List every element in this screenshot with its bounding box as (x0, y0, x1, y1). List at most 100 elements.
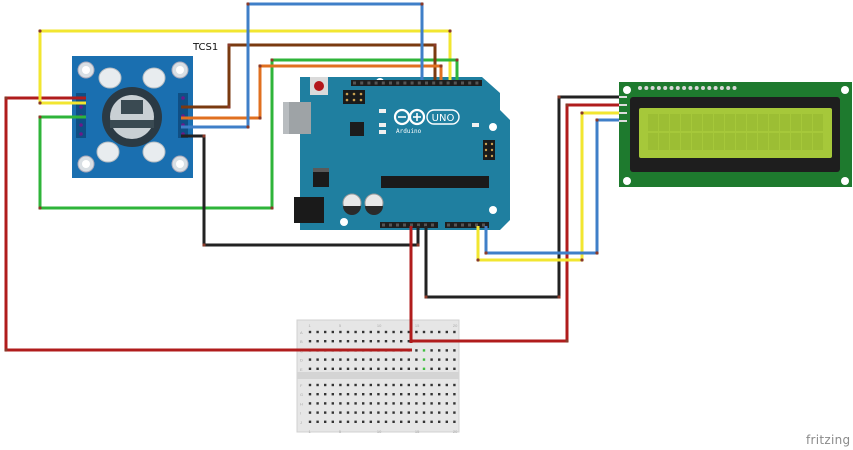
wire-bendpoint[interactable] (448, 29, 452, 33)
lcd-pin[interactable] (619, 120, 627, 122)
wire-bendpoint[interactable] (557, 295, 561, 299)
breadboard-hole[interactable] (339, 340, 342, 343)
breadboard-hole[interactable] (407, 383, 410, 387)
breadboard-hole[interactable] (324, 358, 327, 361)
wire-sensor-vcc[interactable] (4, 96, 412, 352)
power-pin[interactable] (382, 223, 385, 227)
breadboard-hole[interactable] (438, 349, 441, 352)
digital-pin[interactable] (360, 81, 364, 85)
breadboard-hole[interactable] (445, 420, 448, 423)
wire-bendpoint[interactable] (565, 339, 569, 343)
digital-pin[interactable] (461, 81, 464, 85)
breadboard-hole[interactable] (339, 420, 342, 423)
breadboard-hole[interactable] (422, 349, 426, 352)
color-sensor-module[interactable] (72, 56, 193, 178)
lcd-display-16x2[interactable] (619, 82, 852, 187)
lcd-pin[interactable] (619, 96, 627, 98)
breadboard-hole[interactable] (453, 349, 456, 352)
breadboard-hole[interactable] (369, 402, 372, 405)
breadboard-hole[interactable] (415, 383, 418, 387)
breadboard-hole[interactable] (453, 367, 456, 370)
breadboard-hole[interactable] (308, 330, 312, 334)
lcd-pin[interactable] (619, 112, 627, 114)
breadboard-hole[interactable] (369, 367, 372, 370)
lcd-pin[interactable] (619, 104, 627, 106)
breadboard-hole[interactable] (354, 358, 357, 361)
digital-pin[interactable] (410, 81, 414, 85)
breadboard-hole[interactable] (407, 340, 410, 343)
digital-pin[interactable] (389, 81, 392, 85)
breadboard-hole[interactable] (430, 402, 433, 405)
breadboard-hole[interactable] (346, 367, 350, 370)
breadboard-hole[interactable] (415, 393, 418, 396)
breadboard-hole[interactable] (400, 411, 403, 414)
breadboard-hole[interactable] (362, 367, 365, 370)
breadboard-hole[interactable] (377, 420, 380, 423)
digital-pin[interactable] (374, 81, 378, 85)
wire-bendpoint[interactable] (455, 58, 459, 62)
wire-bendpoint[interactable] (246, 2, 250, 6)
digital-pin[interactable] (417, 81, 421, 85)
breadboard-hole[interactable] (438, 402, 441, 405)
wire-bendpoint[interactable] (246, 125, 250, 129)
breadboard-hole[interactable] (384, 420, 388, 423)
breadboard-hole[interactable] (346, 358, 350, 361)
breadboard-hole[interactable] (362, 393, 365, 396)
breadboard-hole[interactable] (445, 402, 448, 405)
breadboard-hole[interactable] (324, 393, 327, 396)
breadboard-hole[interactable] (369, 358, 372, 361)
digital-pin[interactable] (353, 81, 356, 85)
breadboard-hole[interactable] (331, 420, 334, 423)
wire-bendpoint[interactable] (227, 105, 231, 109)
breadboard-hole[interactable] (453, 358, 456, 361)
breadboard-hole[interactable] (316, 420, 319, 423)
breadboard-hole[interactable] (400, 383, 403, 387)
wire-bendpoint[interactable] (433, 43, 437, 47)
breadboard-hole[interactable] (384, 402, 388, 405)
breadboard-hole[interactable] (384, 330, 388, 334)
sensor-pin[interactable] (79, 132, 83, 136)
breadboard-hole[interactable] (369, 420, 372, 423)
wire-lcd-vcc[interactable] (412, 103, 619, 343)
breadboard-hole[interactable] (316, 340, 319, 343)
wire-bendpoint[interactable] (258, 64, 262, 68)
analog-pin[interactable] (454, 223, 457, 227)
breadboard-hole[interactable] (316, 358, 319, 361)
analog-pin[interactable] (468, 223, 471, 227)
breadboard-hole[interactable] (346, 340, 350, 343)
digital-pin[interactable] (475, 81, 479, 85)
arduino-uno[interactable]: UNO Arduino (283, 77, 510, 230)
breadboard-hole[interactable] (445, 358, 448, 361)
breadboard-hole[interactable] (316, 393, 319, 396)
breadboard-hole[interactable] (407, 358, 410, 361)
breadboard-hole[interactable] (407, 420, 410, 423)
breadboard-hole[interactable] (362, 402, 365, 405)
breadboard-hole[interactable] (453, 411, 456, 414)
breadboard-hole[interactable] (407, 330, 410, 334)
digital-pin[interactable] (446, 81, 450, 85)
breadboard-hole[interactable] (392, 330, 395, 334)
digital-pin[interactable] (425, 81, 428, 85)
breadboard-hole[interactable] (400, 420, 403, 423)
breadboard-hole[interactable] (369, 340, 372, 343)
digital-pin[interactable] (403, 81, 407, 85)
breadboard-hole[interactable] (407, 411, 410, 414)
breadboard-hole[interactable] (377, 393, 380, 396)
digital-pin[interactable] (439, 81, 443, 85)
breadboard-hole[interactable] (369, 330, 372, 334)
breadboard-hole[interactable] (369, 383, 372, 387)
breadboard-hole[interactable] (354, 340, 357, 343)
breadboard-hole[interactable] (392, 420, 395, 423)
wire-bendpoint[interactable] (270, 206, 274, 210)
analog-pin[interactable] (475, 223, 478, 227)
breadboard-hole[interactable] (438, 411, 441, 414)
breadboard-hole[interactable] (407, 367, 410, 370)
breadboard-hole[interactable] (362, 330, 365, 334)
wire-bendpoint[interactable] (420, 2, 424, 6)
breadboard-hole[interactable] (422, 393, 426, 396)
breadboard-hole[interactable] (346, 393, 350, 396)
breadboard-hole[interactable] (354, 367, 357, 370)
breadboard-hole[interactable] (362, 358, 365, 361)
breadboard-hole[interactable] (430, 411, 433, 414)
breadboard-hole[interactable] (445, 349, 448, 352)
